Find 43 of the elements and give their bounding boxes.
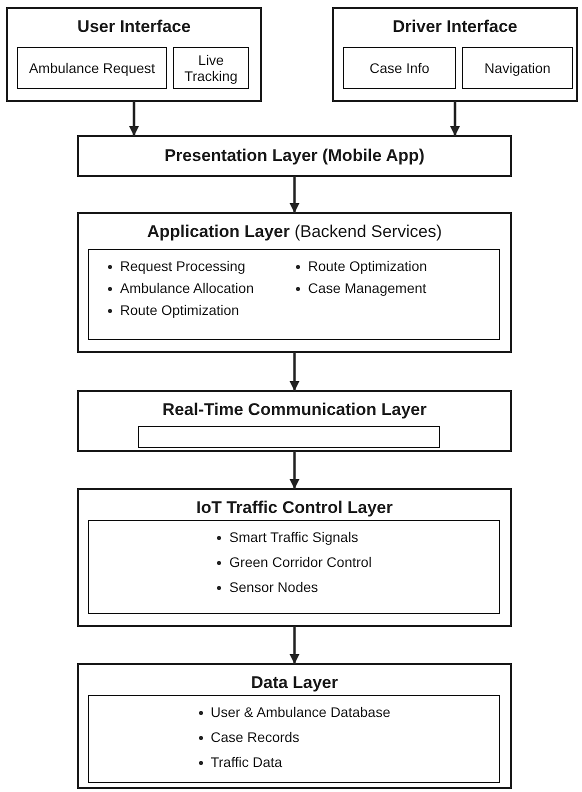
list-item: Smart Traffic Signals [216,529,358,546]
layer-box [77,663,512,789]
arrow [129,102,139,136]
box-label: Navigation [484,60,551,76]
layer-heading: Application Layer (Backend Services) [147,222,442,242]
component-box [173,47,249,89]
list-item: Green Corridor Control [216,554,372,571]
arrow [290,353,300,391]
list-item: Route Optimization [107,302,240,318]
component-box [17,47,167,89]
list-item: Route Optimization [295,258,428,275]
empty-box [138,426,440,448]
layer-heading: Driver Interface [392,17,518,38]
box-label: Ambulance Request [28,60,156,76]
layer-heading: Data Layer [251,673,338,694]
layer-box [332,7,578,102]
list-item: Ambulance Allocation [107,280,254,297]
arrow [450,102,460,136]
layer-heading: Real-Time Communication Layer [162,400,427,420]
list-item: Traffic Data [198,754,282,770]
component-box [343,47,456,89]
arrow [290,452,300,489]
list-item: Request Processing [107,258,246,275]
box-label: Live Tracking [183,52,239,84]
layer-box [77,488,512,627]
list-item: Case Records [198,728,300,746]
layer-box [77,390,512,452]
layer-heading: IoT Traffic Control Layer [196,498,393,518]
list-item: Case Management [295,280,426,297]
arrow [290,627,300,664]
layer-box [77,135,512,177]
layer-heading: User Interface [77,17,191,38]
list-box [88,249,500,340]
list-item: User & Ambulance Database [198,704,390,721]
list-item: Sensor Nodes [216,578,318,596]
box-label: Case Info [370,60,430,76]
layer-box [77,212,512,353]
component-box [462,47,573,89]
arrow [290,177,300,213]
layer-heading: Presentation Layer (Mobile App) [164,146,425,166]
list-box [88,695,500,783]
list-box [88,520,500,614]
layer-box [6,7,262,102]
